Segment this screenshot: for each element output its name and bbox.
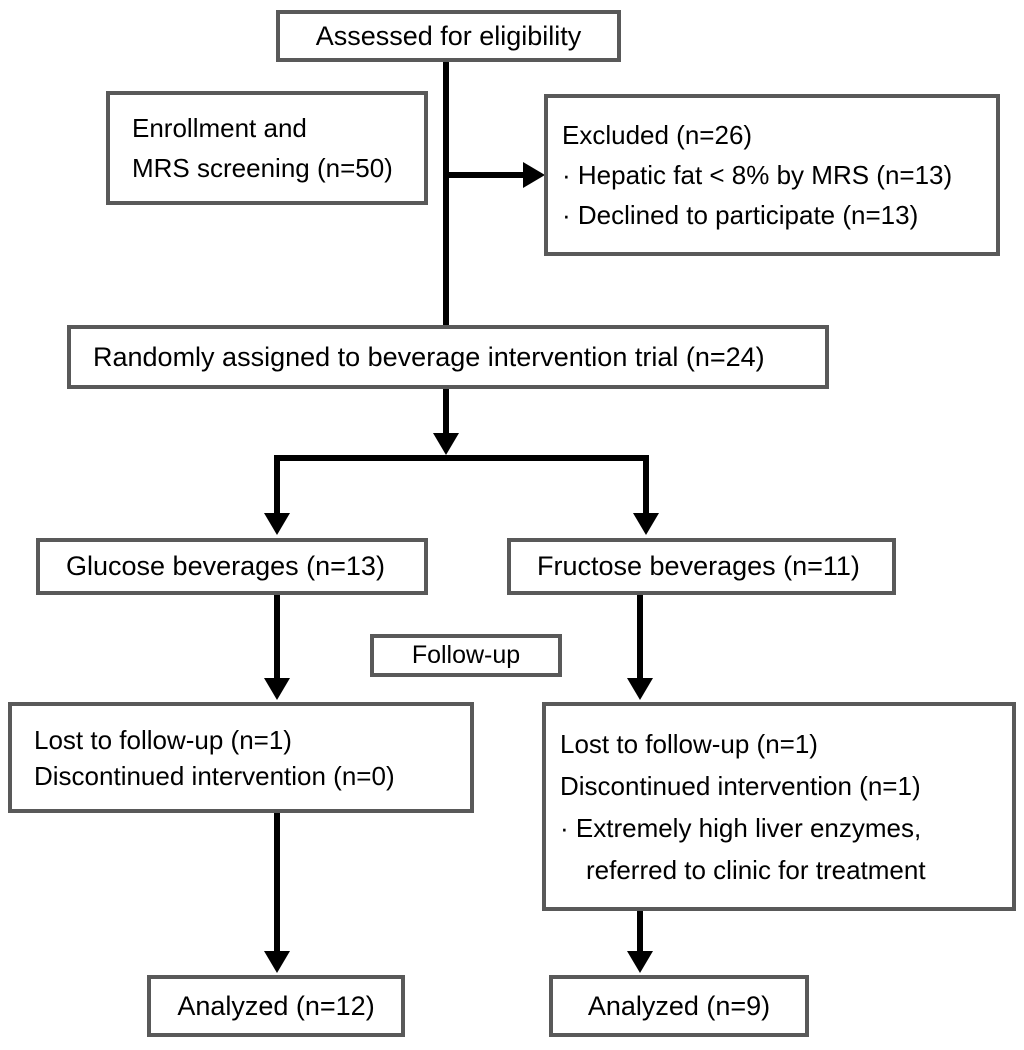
box-excluded-line-3: · Declined to participate (n=13)	[562, 200, 919, 230]
arrowhead-randomized-split	[433, 433, 459, 455]
connector-lost-to-analyzed-left	[274, 813, 280, 955]
box-lost-followup-fructose: Lost to follow-up (n=1) Discontinued int…	[542, 702, 1016, 911]
box-analyzed-right-line-1: Analyzed (n=9)	[587, 990, 771, 1021]
connector-split-bar	[274, 455, 649, 461]
connector-fructose-to-lost	[637, 595, 643, 680]
box-lost-left-line-1: Lost to follow-up (n=1)	[34, 724, 292, 755]
box-enrollment-mrs-screening: Enrollment and MRS screening (n=50)	[106, 91, 428, 205]
box-enrollment-line-1: Enrollment and	[132, 113, 307, 143]
box-lost-right-line-3: · Extremely high liver enzymes,	[560, 812, 922, 843]
box-lost-right-line-4: referred to clinic for treatment	[586, 854, 926, 885]
connector-lost-to-analyzed-right	[637, 911, 643, 955]
connector-randomized-down	[443, 389, 449, 437]
box-analyzed-fructose: Analyzed (n=9)	[549, 975, 809, 1037]
arrowhead-fructose-to-lost	[627, 678, 653, 700]
box-excluded-line-2: · Hepatic fat < 8% by MRS (n=13)	[562, 160, 953, 190]
arrowhead-to-glucose	[264, 513, 290, 535]
connector-glucose-to-lost	[274, 595, 280, 680]
arrowhead-to-excluded	[523, 162, 545, 188]
box-analyzed-glucose: Analyzed (n=12)	[147, 975, 405, 1037]
box-excluded: Excluded (n=26) · Hepatic fat < 8% by MR…	[544, 94, 1000, 256]
box-glucose-line-1: Glucose beverages (n=13)	[66, 551, 385, 581]
arrowhead-to-analyzed-right	[627, 951, 653, 973]
box-lost-followup-glucose: Lost to follow-up (n=1) Discontinued int…	[8, 702, 474, 813]
box-follow-up-label: Follow-up	[370, 634, 562, 677]
arrowhead-to-analyzed-left	[264, 951, 290, 973]
box-lost-right-line-1: Lost to follow-up (n=1)	[560, 728, 818, 759]
connector-split-to-glucose	[274, 455, 280, 515]
box-glucose-beverages: Glucose beverages (n=13)	[36, 538, 428, 595]
arrowhead-to-fructose	[633, 513, 659, 535]
box-excluded-line-1: Excluded (n=26)	[562, 120, 753, 150]
arrowhead-glucose-to-lost	[264, 678, 290, 700]
box-assessed-line-1: Assessed for eligibility	[315, 20, 582, 51]
box-follow-up-line-1: Follow-up	[411, 641, 521, 669]
box-analyzed-left-line-1: Analyzed (n=12)	[177, 990, 375, 1021]
box-fructose-beverages: Fructose beverages (n=11)	[507, 538, 896, 595]
box-randomized-line-1: Randomly assigned to beverage interventi…	[93, 341, 765, 372]
box-fructose-line-1: Fructose beverages (n=11)	[537, 551, 860, 581]
box-lost-right-line-2: Discontinued intervention (n=1)	[560, 770, 921, 801]
box-randomly-assigned: Randomly assigned to beverage interventi…	[67, 325, 829, 389]
box-enrollment-line-2: MRS screening (n=50)	[132, 153, 393, 183]
connector-assessed-to-randomized	[443, 60, 449, 328]
box-assessed-for-eligibility: Assessed for eligibility	[276, 10, 621, 62]
connector-split-to-fructose	[643, 455, 649, 515]
box-lost-left-line-2: Discontinued intervention (n=0)	[34, 760, 395, 791]
connector-to-excluded	[443, 172, 525, 178]
